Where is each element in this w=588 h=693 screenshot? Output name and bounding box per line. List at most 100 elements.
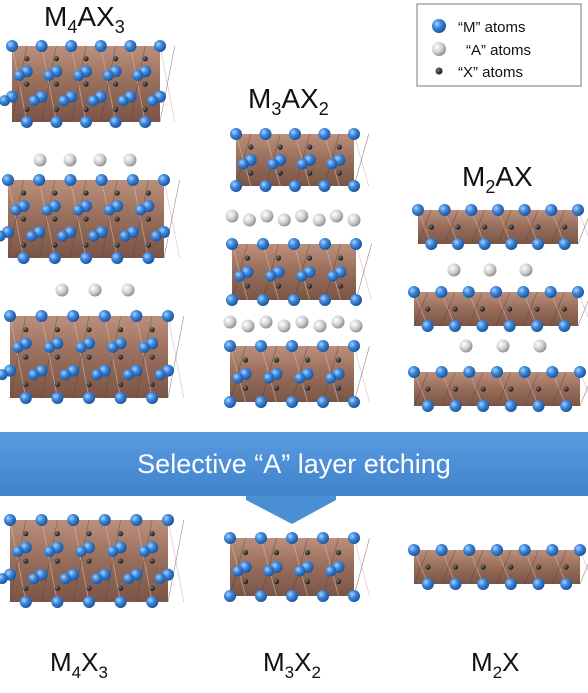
m4x3-product-slab <box>0 514 185 608</box>
a-atom <box>295 315 309 329</box>
x-atom <box>275 255 282 261</box>
m-atom-legend-icon <box>432 19 446 33</box>
a-atom <box>225 209 239 223</box>
octahedron-edge <box>163 179 180 259</box>
m3x2-product-slab <box>224 532 370 602</box>
m-atom <box>2 174 14 186</box>
x-atom <box>83 56 89 62</box>
x-atom <box>24 81 30 87</box>
m-atom <box>317 532 329 544</box>
m3ax2-slab-3 <box>224 340 370 408</box>
octahedron-edge <box>468 291 483 327</box>
m-atom <box>545 204 558 216</box>
m-atom <box>317 396 329 408</box>
m-atom <box>72 204 84 216</box>
m-atom <box>88 230 100 242</box>
octahedron-edge <box>497 209 512 245</box>
m-atom <box>449 578 462 590</box>
m4ax3-slab-2 <box>0 174 180 264</box>
octahedron-edge <box>469 549 484 585</box>
m-atom <box>75 341 87 353</box>
x-atom <box>118 558 124 564</box>
m-atom <box>286 590 298 602</box>
m-atom <box>267 158 279 170</box>
m-atom <box>288 294 300 306</box>
m-atom <box>478 238 491 250</box>
octahedron-edge <box>72 315 90 399</box>
x-atom <box>335 357 342 363</box>
m-atom <box>237 158 249 170</box>
x-atom <box>535 386 542 392</box>
x-atom <box>83 106 89 112</box>
x-atom <box>54 354 61 360</box>
a-atom <box>259 315 273 329</box>
octahedron-edge <box>417 209 432 245</box>
m-atom <box>10 204 22 216</box>
octahedron-edge <box>523 291 538 327</box>
m-atom <box>412 204 424 216</box>
m-atom <box>546 544 559 556</box>
m-atom <box>286 340 298 352</box>
a-atom <box>93 153 107 167</box>
octahedron-edge <box>495 291 510 327</box>
x-atom <box>142 81 148 87</box>
m-atom <box>224 532 236 544</box>
x-atom <box>275 283 282 289</box>
a-atom <box>519 263 533 277</box>
a-atom <box>313 319 327 333</box>
m-atom <box>43 69 55 81</box>
x-atom <box>452 306 458 312</box>
m-atom <box>35 514 48 526</box>
m-atom <box>154 369 166 381</box>
x-atom <box>335 578 342 585</box>
a-atom <box>312 213 326 227</box>
x-atom <box>113 106 119 112</box>
octahedron-edge <box>552 549 567 585</box>
m-atom <box>44 341 55 353</box>
m-atom <box>139 116 152 128</box>
x-atom <box>149 531 155 537</box>
m-atom <box>28 573 40 585</box>
x-atom <box>114 216 120 222</box>
x-atom <box>273 357 280 363</box>
m-atom <box>558 238 571 250</box>
octahedron-edge <box>355 243 372 301</box>
octahedron-edge <box>524 549 539 585</box>
m-atom <box>51 392 64 404</box>
a-atom <box>496 339 510 353</box>
m-atom <box>57 230 69 242</box>
a-atom <box>277 319 291 333</box>
m-atom <box>162 310 174 322</box>
m2ax-a-layer-1 <box>447 263 533 277</box>
octahedron-edge <box>471 209 485 245</box>
m-atom <box>449 320 461 332</box>
m-atom <box>289 180 301 192</box>
m-atom <box>33 174 46 186</box>
x-atom <box>21 242 27 248</box>
a-atom-legend-icon <box>432 42 446 56</box>
m-atom <box>560 400 573 412</box>
m-atom <box>408 366 420 378</box>
m-atom <box>19 596 32 608</box>
x-atom <box>273 549 280 556</box>
octahedron-edge <box>413 549 429 585</box>
m-atom <box>35 40 48 52</box>
x-atom <box>242 578 249 585</box>
x-atom <box>118 354 124 360</box>
m4ax3-slab-3 <box>0 310 185 404</box>
x-atom <box>52 216 58 222</box>
m-atom <box>503 320 516 332</box>
m-atom <box>265 270 277 282</box>
m-atom <box>348 396 360 408</box>
x-atom <box>23 354 29 360</box>
m-atom <box>255 590 267 602</box>
m-atom <box>421 320 434 332</box>
m-atom <box>119 230 131 242</box>
octahedron-edge <box>413 291 428 327</box>
m-atom <box>98 514 111 526</box>
x-atom <box>53 106 60 112</box>
x-atom <box>307 144 313 150</box>
x-atom <box>114 242 120 248</box>
octahedron-edge <box>552 371 567 407</box>
octahedron-edge <box>524 209 539 245</box>
